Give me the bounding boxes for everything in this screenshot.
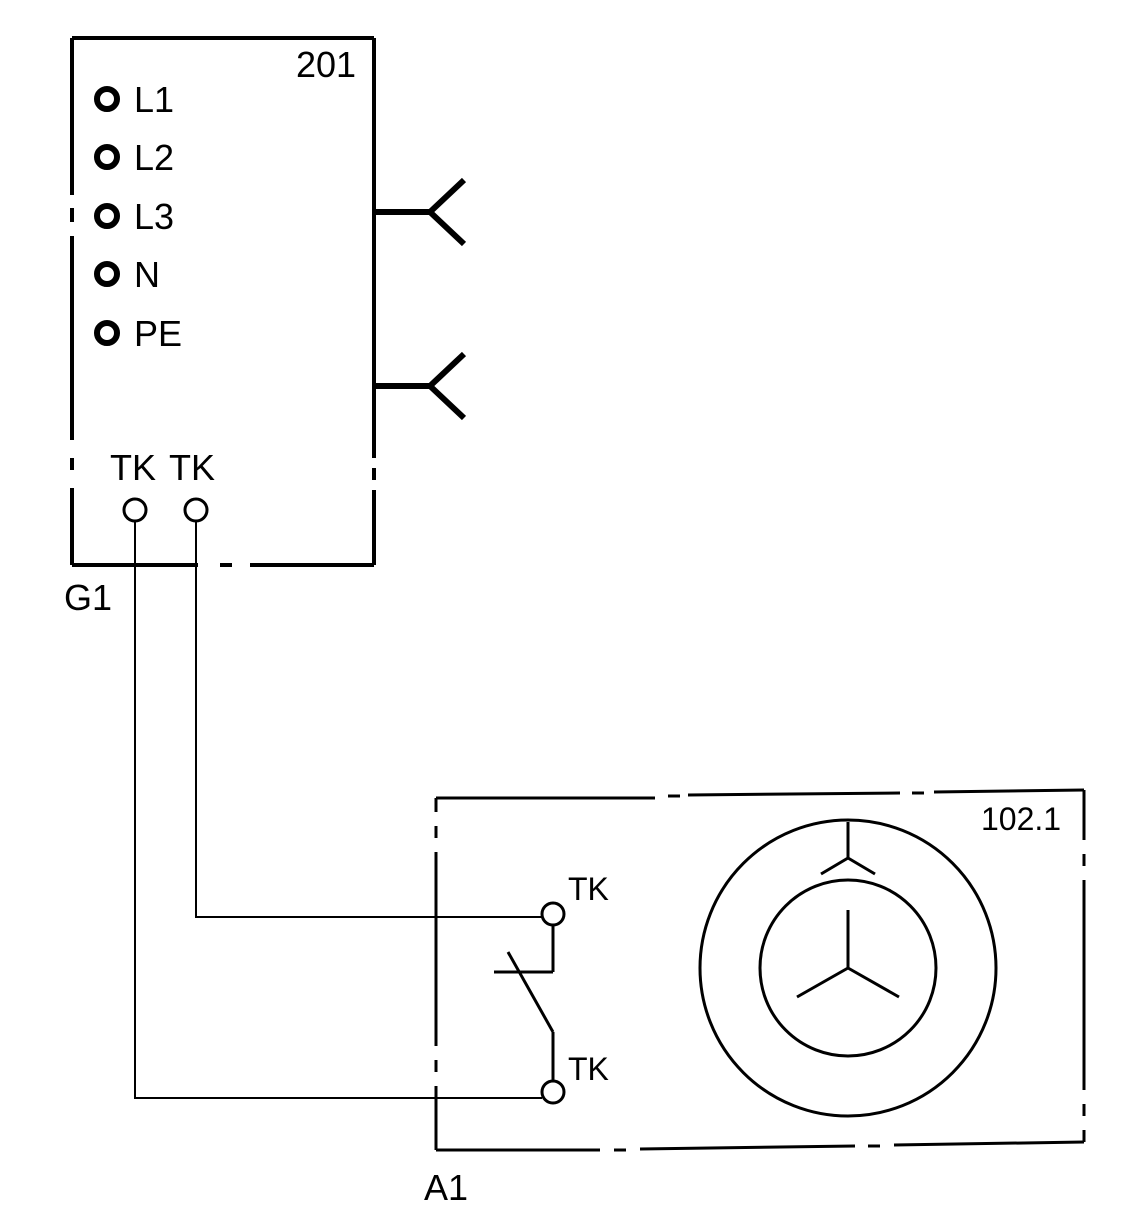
- terminal-label: L3: [134, 196, 174, 237]
- terminal-label: L2: [134, 137, 174, 178]
- switch-contact-label: TK: [568, 871, 609, 907]
- controller-device-tag: G1: [64, 577, 112, 618]
- motor-stator-circle: [698, 818, 998, 1118]
- motor-rotor-circle: [758, 878, 938, 1058]
- thermal-contact-label: TK: [169, 447, 215, 488]
- wire-upper: [195, 521, 542, 918]
- terminal-label: N: [134, 254, 160, 295]
- terminal-circle-icon: [94, 144, 120, 170]
- terminal-circle-icon: [94, 261, 120, 287]
- motor-unit: 102.1 TK TK A1: [424, 788, 1086, 1208]
- terminal-label: L1: [134, 79, 174, 120]
- motor-box-id: 102.1: [981, 801, 1061, 837]
- output-connector-icon: [374, 351, 467, 421]
- switch-terminal-circle-icon: [540, 901, 566, 927]
- terminal-pe: PE: [94, 313, 182, 354]
- terminal-circle-icon: [94, 86, 120, 112]
- thermal-switch-icon: [494, 901, 566, 1105]
- terminal-n: N: [94, 254, 160, 295]
- thermal-contact-label: TK: [110, 447, 156, 488]
- output-connector-icon: [374, 177, 467, 247]
- switch-terminal-circle-icon: [540, 1079, 566, 1105]
- thermal-wires: [134, 521, 542, 1099]
- terminal-circle-icon: [94, 203, 120, 229]
- terminal-circle-icon: [94, 320, 120, 346]
- thermal-terminal-circle-icon: [183, 497, 209, 523]
- terminal-l1: L1: [94, 79, 174, 120]
- terminal-l2: L2: [94, 137, 174, 178]
- wire-lower: [134, 521, 542, 1099]
- switch-contact-label: TK: [568, 1051, 609, 1087]
- controller-box-id: 201: [296, 44, 356, 85]
- terminal-l3: L3: [94, 196, 174, 237]
- controller-unit: 201 L1 L2 L3 N PE: [64, 36, 467, 618]
- terminal-label: PE: [134, 313, 182, 354]
- motor-device-tag: A1: [424, 1167, 468, 1208]
- thermal-terminal-circle-icon: [122, 497, 148, 523]
- motor-symbol-icon: [698, 818, 998, 1118]
